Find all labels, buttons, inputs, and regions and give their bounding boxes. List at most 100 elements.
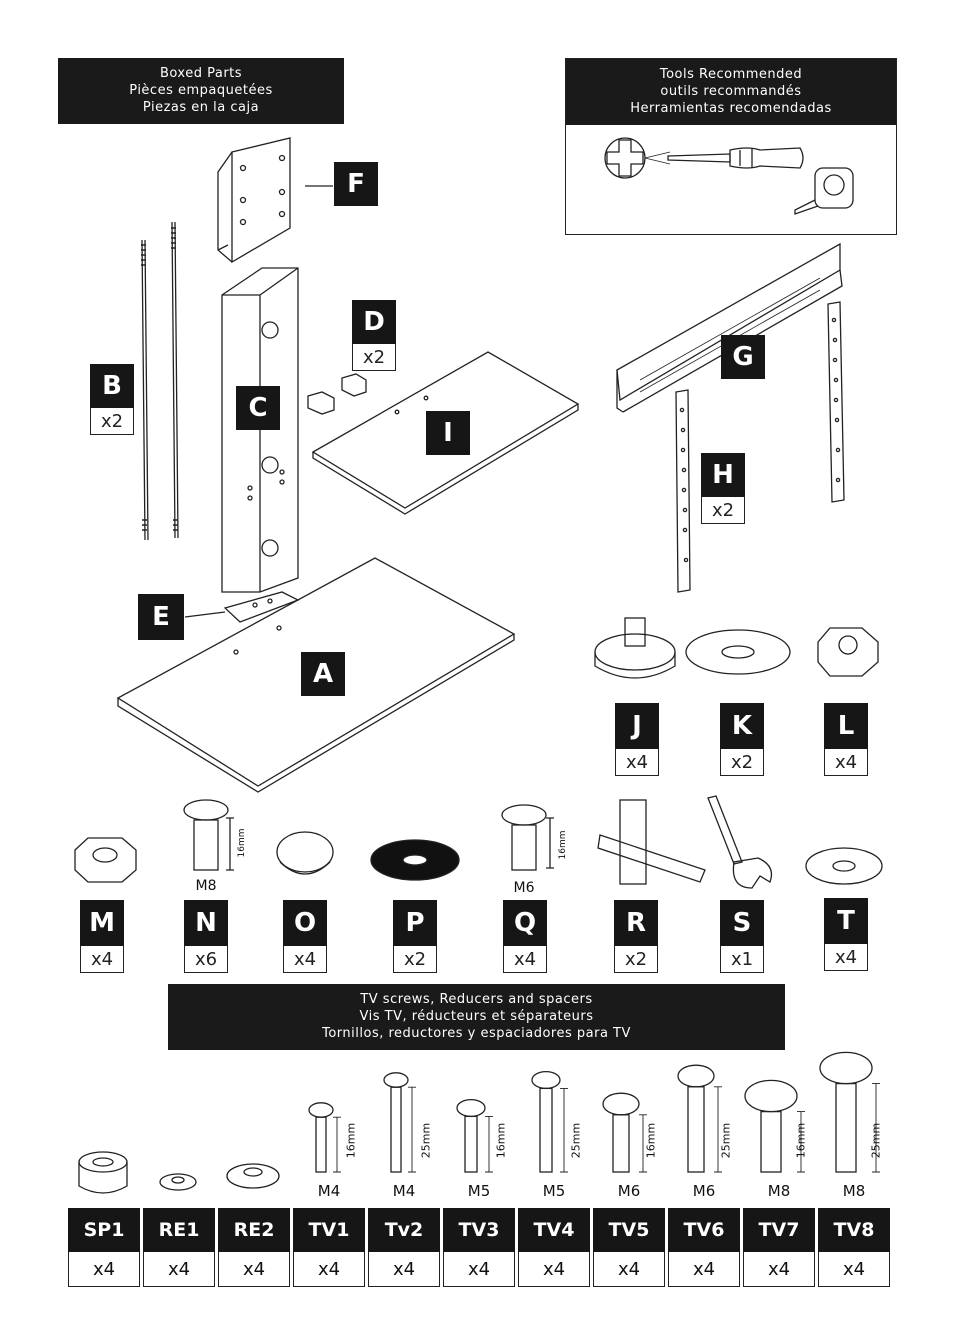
tag-h: H x2	[701, 453, 745, 524]
tv-part-qty: x4	[593, 1252, 665, 1287]
tv-part-code: SP1	[68, 1208, 140, 1252]
n-length-label: 16mm	[237, 828, 247, 858]
part-h-straps	[675, 301, 845, 593]
part-k-washer	[685, 629, 791, 675]
tag-qty: x4	[615, 749, 659, 776]
header-line-es: Tornillos, reductores y espaciadores par…	[322, 1026, 631, 1041]
tag-a: A	[301, 652, 345, 696]
screw-shaft	[390, 1086, 402, 1173]
part-a-base	[116, 557, 516, 793]
tv-part-qty: x4	[668, 1252, 740, 1287]
length-marker	[333, 1116, 341, 1173]
tag-letter: G	[721, 335, 765, 379]
tv-part-qty: x4	[818, 1252, 890, 1287]
part-f-bracket	[217, 137, 333, 264]
tag-qty: x2	[701, 497, 745, 524]
tv-part-code: RE2	[218, 1208, 290, 1252]
header-line-en: TV screws, Reducers and spacers	[360, 992, 593, 1007]
q-size-label: M6	[513, 880, 535, 896]
tag-qty: x4	[283, 946, 327, 973]
tv-screw-size: M5	[467, 1182, 491, 1200]
screw-head	[531, 1070, 561, 1090]
tag-qty: x4	[824, 944, 868, 971]
part-r-tool	[597, 799, 706, 885]
tv-screw-size: M4	[392, 1182, 416, 1200]
tag-g: G	[721, 335, 765, 379]
tv-part-qty: x4	[518, 1252, 590, 1287]
tv-screw-size: M8	[767, 1182, 791, 1200]
part-p-washer	[370, 839, 460, 881]
length-marker	[714, 1086, 722, 1173]
tv-part-code: TV3	[443, 1208, 515, 1252]
screw-head	[819, 1051, 873, 1085]
tag-letter: I	[426, 411, 470, 455]
part-i-shelf	[311, 351, 580, 515]
part-j-foot	[594, 617, 676, 679]
tag-m: M x4	[80, 900, 124, 973]
length-marker	[560, 1087, 568, 1173]
tag-qty: x1	[720, 946, 764, 973]
length-marker	[485, 1115, 493, 1173]
part-t-washer	[805, 847, 883, 885]
tag-r: R x2	[614, 900, 658, 973]
tag-letter: H	[701, 453, 745, 497]
tag-letter: D	[352, 300, 396, 344]
tools-box: Tools Recommended outils recommandés Her…	[565, 58, 897, 235]
screw-head	[677, 1064, 715, 1088]
tv-screw-length: 25mm	[569, 1122, 583, 1159]
tag-letter: O	[283, 900, 327, 946]
screw-shaft	[539, 1087, 553, 1173]
tag-letter: M	[80, 900, 124, 946]
tag-letter: E	[138, 594, 184, 640]
tv-part-code: TV8	[818, 1208, 890, 1252]
part-m-nut	[74, 837, 137, 883]
tag-letter: J	[615, 703, 659, 749]
tag-f: F	[334, 162, 378, 206]
tag-letter: C	[236, 386, 280, 430]
screw-head	[602, 1092, 640, 1116]
tag-k: K x2	[720, 703, 764, 776]
tag-letter: S	[720, 900, 764, 946]
tag-letter: Q	[503, 900, 547, 946]
screw-shaft	[464, 1115, 478, 1173]
tv-screw-length: 25mm	[719, 1122, 733, 1159]
tv-screw-size: M6	[617, 1182, 641, 1200]
tv-part-qty: x4	[218, 1252, 290, 1287]
tv-part-code: TV7	[743, 1208, 815, 1252]
length-marker	[408, 1086, 416, 1173]
tag-letter: K	[720, 703, 764, 749]
screw-head	[308, 1102, 334, 1118]
tag-letter: P	[393, 900, 437, 946]
screw-shaft	[687, 1086, 705, 1173]
screwdriver-icon	[604, 137, 804, 179]
tv-part-code: TV5	[593, 1208, 665, 1252]
part-b-rods	[141, 221, 179, 541]
screw-head	[456, 1098, 486, 1118]
tag-qty: x2	[90, 408, 134, 435]
tag-qty: x4	[503, 946, 547, 973]
tag-qty: x4	[80, 946, 124, 973]
tv-part-code: TV6	[668, 1208, 740, 1252]
screw-shaft	[835, 1082, 857, 1173]
tag-e: E	[138, 594, 184, 640]
part-q-bolt	[501, 804, 554, 871]
tv-part-qty: x4	[143, 1252, 215, 1287]
tag-q: Q x4	[503, 900, 547, 973]
length-marker	[797, 1111, 805, 1173]
header-line-es: Herramientas recomendadas	[630, 101, 832, 116]
part-s-wrench	[707, 795, 773, 889]
tag-letter: L	[824, 703, 868, 749]
header-line-es: Piezas en la caja	[142, 100, 260, 115]
tape-measure-icon	[794, 167, 854, 215]
tv-part-code: TV1	[293, 1208, 365, 1252]
tag-c: C	[236, 386, 280, 430]
tag-n: N x6	[184, 900, 228, 973]
